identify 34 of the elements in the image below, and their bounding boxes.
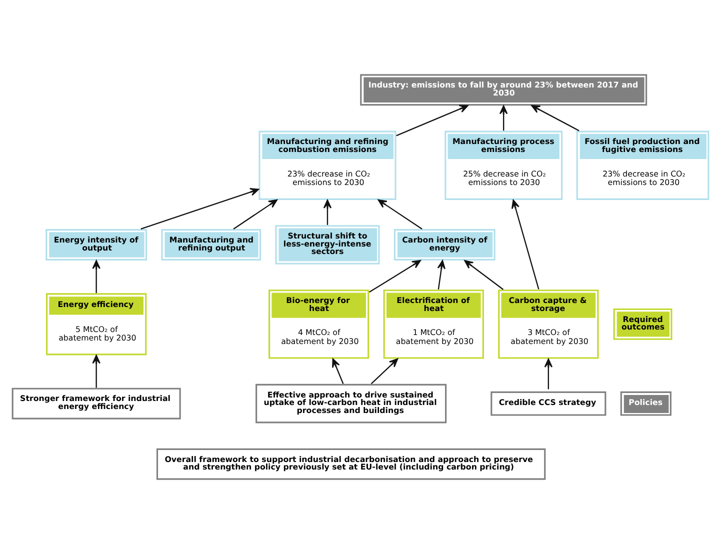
arrow [368, 260, 421, 293]
arrow [92, 260, 100, 294]
node-box: Required outcomes [613, 308, 672, 340]
node-box: Structural shift to less-energy-intense sectors [275, 225, 380, 264]
node-box: Policies [620, 391, 672, 416]
arrow [370, 358, 398, 384]
node-box: Carbon intensity of energy [394, 229, 496, 260]
node-box: Credible CCS strategy [490, 391, 606, 416]
node-box: Industry: emissions to fall by around 23% between 2017 and 2030 [360, 74, 648, 106]
arrow [437, 260, 446, 290]
node-box: Manufacturing and refining combustion emissions 23% decrease in CO₂ emissions to 2030 [258, 130, 396, 200]
arrow [396, 104, 468, 136]
node-box: Manufacturing and refining output [161, 229, 262, 260]
node-box: Manufacturing process emissions 25% decrease in CO₂ emissions to 2030 [444, 130, 563, 200]
node-box: Fossil fuel production and fugitive emissions 23% decrease in CO₂ emissions to 2030 [576, 130, 710, 200]
arrow [531, 105, 580, 132]
node-box: Overall framework to support industrial decarbonisation and approach to preserve and strengthen policy previously set at EU-level (including carbon pricing) [156, 448, 546, 480]
arrow [544, 358, 553, 390]
node-box: Energy efficiency 5 MtCO₂ of abatement by 2030 [46, 293, 147, 356]
node-box: Electrification of heat 1 MtCO₂ of abatement by 2030 [383, 290, 484, 359]
arrow [92, 354, 100, 388]
arrow [323, 200, 332, 225]
arrow [511, 200, 540, 290]
arrow [233, 199, 278, 230]
node-box: Energy intensity of output [46, 229, 148, 260]
arrow [140, 188, 260, 230]
arrow [378, 199, 422, 230]
arrow [499, 105, 508, 131]
node-box: Carbon capture & storage 3 MtCO₂ of abatement by 2030 [498, 290, 599, 359]
node-box: Bio-energy for heat 4 MtCO₂ of abatement by 2030 [268, 290, 370, 359]
node-box: Effective approach to drive sustained uptake of low-carbon heat in industrial processes and buildings [256, 384, 447, 424]
node-box: Stronger framework for industrial energy efficiency [12, 388, 181, 420]
arrow [464, 260, 504, 290]
arrow [332, 358, 344, 384]
